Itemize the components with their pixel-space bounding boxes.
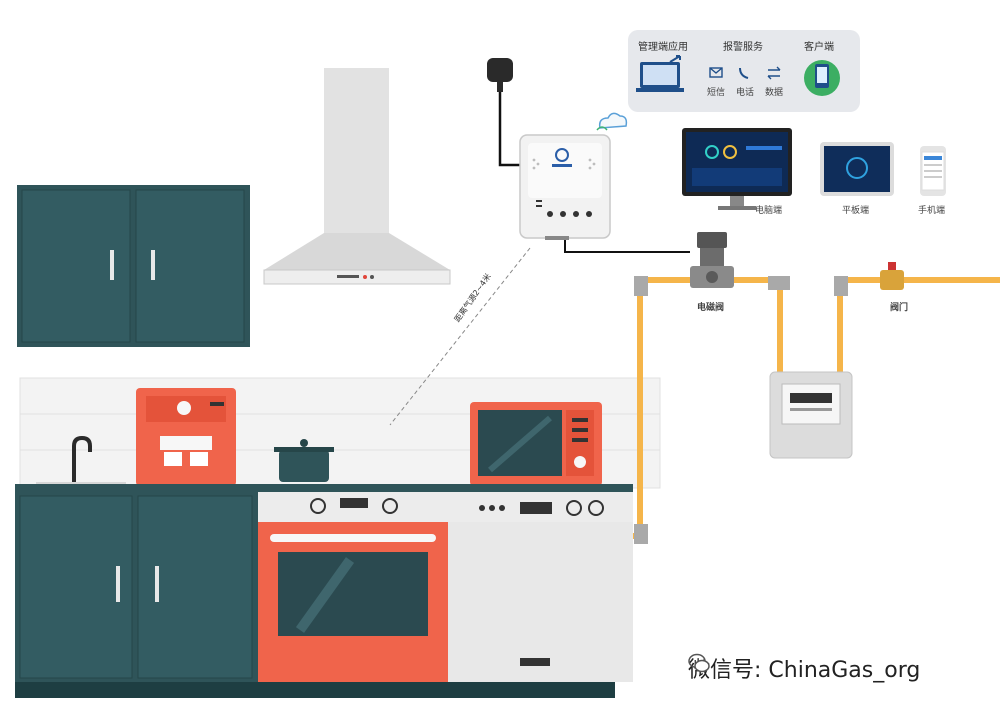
client-app-icon (804, 60, 840, 96)
cloud-wifi-icon (596, 112, 628, 131)
coffee-machine (136, 388, 236, 486)
label-tablet: 平板端 (842, 206, 870, 216)
pc-monitor (682, 128, 792, 210)
upper-cabinet (17, 185, 250, 347)
watermark-text: 微信号: ChinaGas_org (688, 658, 921, 683)
label-pc: 电脑端 (755, 206, 783, 216)
lower-cabinet (15, 492, 258, 682)
panel-title-alarm: 报警服务 (723, 42, 763, 53)
label-manual-valve: 阀门 (890, 303, 909, 313)
tablet (820, 142, 894, 196)
power-plug (487, 58, 520, 167)
service-panel: 管理端应用 报警服务 客户端 短信 电话 数据 (628, 30, 860, 112)
dishwasher (448, 492, 633, 682)
alarm-item-phone: 电话 (736, 88, 755, 98)
oven (258, 492, 448, 682)
pot (274, 439, 334, 482)
watermark: 微信号: ChinaGas_org (688, 652, 920, 684)
microwave (470, 402, 602, 486)
phone-call-icon (739, 67, 749, 79)
floor-base (15, 682, 615, 698)
label-solenoid-valve: 电磁阀 (697, 303, 725, 313)
data-transfer-icon (767, 66, 781, 80)
sms-icon (709, 67, 723, 78)
panel-icons (636, 55, 840, 96)
gas-meter (769, 371, 853, 459)
alarm-item-sms: 短信 (707, 88, 726, 98)
panel-title-admin: 管理端应用 (638, 42, 688, 53)
panel-title-client: 客户端 (804, 42, 834, 53)
pipe-elbows (634, 276, 848, 544)
distance-dashed-line (389, 247, 531, 426)
solenoid-valve (690, 232, 734, 288)
alarm-item-data: 数据 (765, 88, 784, 98)
manual-valve (880, 262, 904, 290)
wechat-icon (688, 653, 710, 673)
laptop-icon (636, 55, 684, 92)
range-hood (263, 68, 451, 285)
label-phone: 手机端 (918, 206, 946, 216)
countertop (15, 484, 633, 492)
phone (920, 146, 946, 196)
gas-detector (519, 134, 690, 253)
